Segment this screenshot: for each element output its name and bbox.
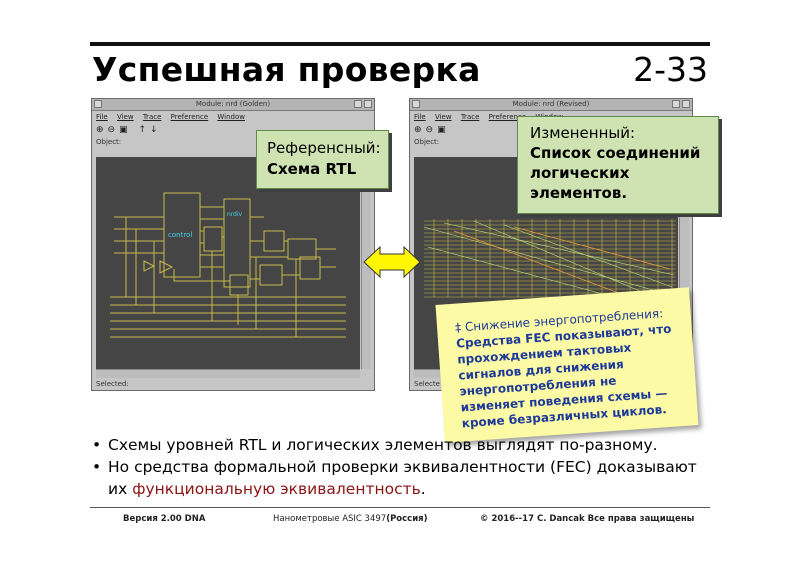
footer-rule [90,507,710,508]
fit-icon[interactable]: ▣ [437,125,450,135]
bullet-text-1: Схемы уровней RTL и логических элементов… [108,436,658,454]
menu-preference[interactable]: Preference [488,113,527,121]
double-arrow-icon [363,245,421,279]
reference-callout-heading: Референсный: [267,139,381,157]
window-menu-icon[interactable] [94,100,102,108]
selected-status: Selecte [414,380,440,388]
menu-trace[interactable]: Trace [460,113,480,121]
object-field[interactable]: Object: [96,138,122,146]
menu-view[interactable]: View [434,113,452,121]
schematic-canvas[interactable]: control nrdiv [96,157,360,369]
bullet-item-2: • Но средства формальной проверки эквива… [92,456,712,500]
menu-file[interactable]: File [96,113,108,121]
menubar: File View Trace Preference Window [92,111,374,123]
nrdiv-block [223,198,251,288]
footer-version: Версия 2.00 DNA [123,514,206,524]
reference-callout: Референсный: Схема RTL [256,130,389,189]
zoom-in-icon[interactable]: ⊕ [414,125,426,135]
window-titlebar[interactable]: Module: nrd (Revised) [410,99,692,111]
zoom-in-icon[interactable]: ⊕ [96,125,108,135]
minimize-icon[interactable] [354,100,362,108]
minimize-icon[interactable] [672,100,680,108]
bullet-period: . [420,480,426,498]
bullet-item-1: • Схемы уровней RTL и логических элемент… [92,434,712,456]
rtl-schematic: control nrdiv [110,192,346,338]
bullet-highlight: функциональную эквивалентность [132,480,421,498]
bullet-list: • Схемы уровней RTL и логических элемент… [92,434,712,500]
window-title: Module: nrd (Revised) [512,100,590,108]
selected-status: Selected: [96,380,129,388]
modified-callout-heading: Измененный: [530,124,636,142]
zoom-out-icon[interactable]: ⊖ [425,125,438,135]
zoom-out-icon[interactable]: ⊖ [107,125,120,135]
arrow-down-icon[interactable]: ↓ [150,125,162,135]
window-menu-icon[interactable] [412,100,420,108]
object-field[interactable]: Object: [414,138,440,146]
reference-callout-body: Схема RTL [267,160,357,178]
bullet-text-2: Но средства формальной проверки эквивале… [108,458,697,498]
title-rule [90,42,710,46]
slide-number: 2-33 [633,50,708,89]
window-titlebar[interactable]: Module: nrd (Golden) [92,99,374,111]
bullet-icon: • [92,436,102,454]
footer-course-region: (Россия) [386,514,428,524]
menu-window[interactable]: Window [217,113,245,121]
toolbar: ⊕⊖▣ ↑↓ [92,123,374,137]
horizontal-scrollbar[interactable] [96,369,360,378]
control-label: control [168,231,192,239]
footer-course-name: Нанометровые ASIC 3497 [273,514,387,524]
menu-file[interactable]: File [414,113,426,121]
menu-view[interactable]: View [116,113,134,121]
arrow-up-icon[interactable]: ↑ [138,125,151,135]
slide-title: Успешная проверка [92,50,481,89]
footer-course: Нанометровые ASIC 3497(Россия) [273,514,428,524]
modified-callout: Измененный: Список соединений логических… [517,116,719,214]
fit-icon[interactable]: ▣ [119,125,132,135]
bullet-icon: • [92,458,102,476]
footer-copyright: © 2016--17 C. Dancak Все права защищены [480,514,695,524]
vertical-scrollbar[interactable] [679,157,689,369]
maximize-icon[interactable] [682,100,690,108]
modified-callout-body: Список соединений логических элементов. [530,144,701,202]
menu-trace[interactable]: Trace [142,113,162,121]
nrdiv-label: nrdiv [227,211,243,218]
window-title: Module: nrd (Golden) [195,100,271,108]
control-block [163,192,201,278]
maximize-icon[interactable] [364,100,372,108]
power-saving-sticky-note: ‡ Снижение энергопотребления: Средства F… [435,287,699,443]
sticky-note-body: Средства FEC показывают, что прохождение… [455,321,672,431]
toolbar: ⊕⊖▣ [410,123,692,137]
netlist-schematic [423,219,676,298]
menu-preference[interactable]: Preference [170,113,209,121]
